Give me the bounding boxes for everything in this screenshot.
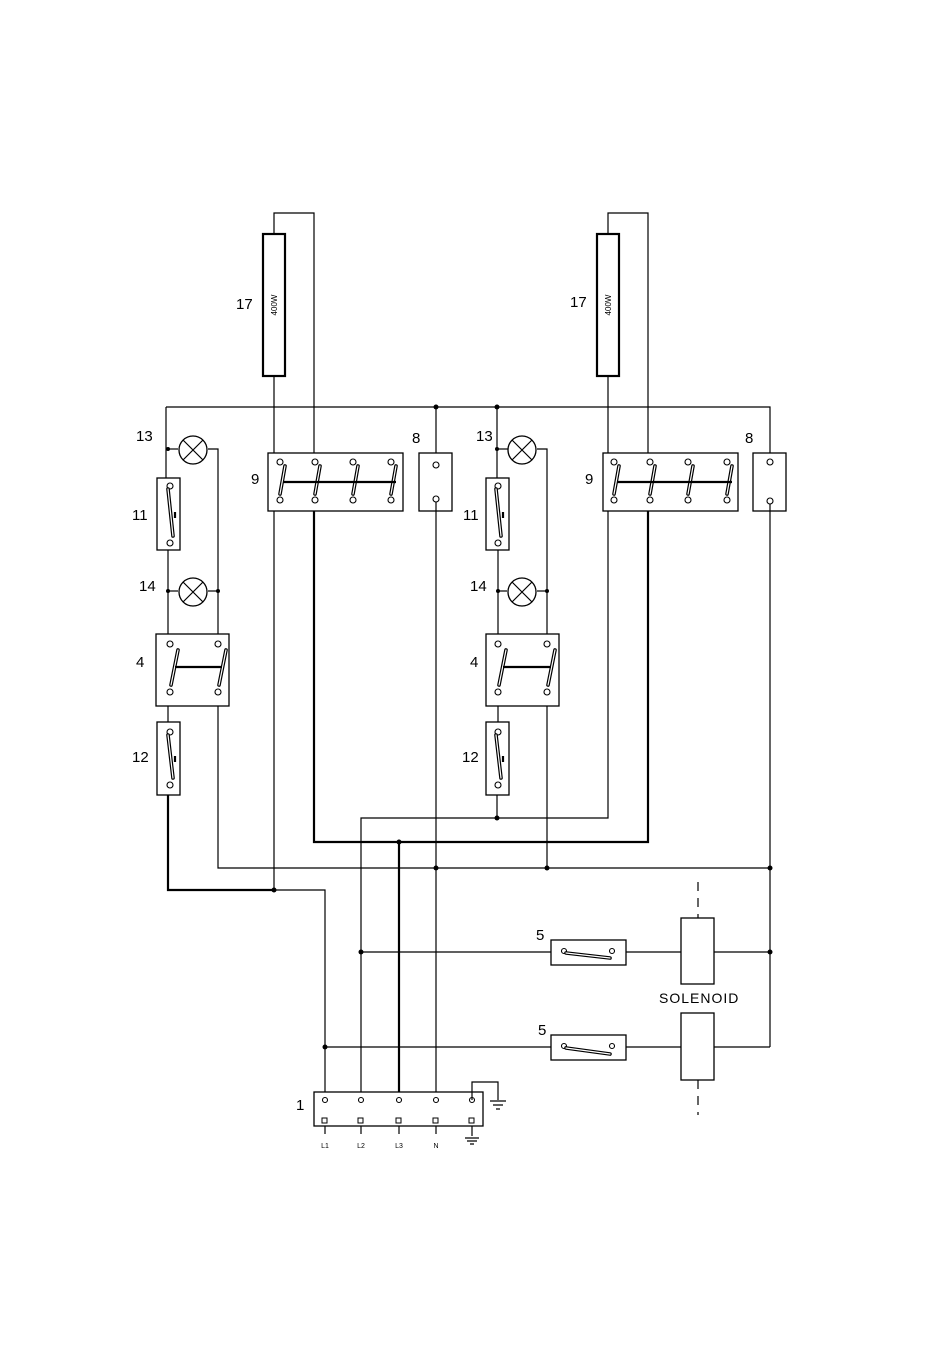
lamp-14-label: 14 [139,578,156,595]
solenoid-label: SOLENOID [659,990,739,1006]
thermostat-11-label-right: 11 [463,507,479,524]
heater-right-label: 17 [570,294,587,311]
block-8-label-right: 8 [745,430,753,447]
heater-rating-label-right: 400W [604,294,613,315]
left-chain: 13 11 14 4 [132,428,229,795]
block-8-left: 8 [412,430,452,868]
terminal-l2-label: L2 [357,1143,365,1150]
terminal-block: L1 L2 L3 N 1 [296,1082,506,1150]
terminal-n-label: N [433,1143,438,1150]
block-8-label: 8 [412,430,420,447]
heater-left: 400W 17 [236,213,314,460]
distribution-wiring [168,511,773,1100]
right-chain: 13 11 14 4 12 [462,428,559,821]
heater-left-label: 17 [236,296,253,313]
lamp-13-label: 13 [136,428,153,445]
switch-9-label: 9 [251,471,259,488]
heater-right: 400W 17 [570,213,648,460]
block-8-right: 8 [745,430,786,1047]
terminal-l1-label: L1 [321,1143,329,1150]
terminal-l3-label: L3 [395,1143,403,1150]
thermostat-11-label: 11 [132,507,148,524]
solenoid: SOLENOID [659,882,739,1115]
switch-4-label-right: 4 [470,654,478,671]
thermostat-12-label-right: 12 [462,749,479,766]
lamp-13-label-right: 13 [476,428,493,445]
top-bus [166,405,770,461]
switch-9-label-right: 9 [585,471,593,488]
thermostat-12-label: 12 [132,749,149,766]
heater-rating-label: 400W [270,294,279,315]
switch-9-right: 9 [585,453,738,511]
pressure-switch-label: 5 [536,927,544,944]
switch-9-left: 9 [251,453,403,511]
lamp-14-label-right: 14 [470,578,487,595]
terminal-block-label: 1 [296,1097,304,1114]
switch-4-label: 4 [136,654,144,671]
pressure-switch-label-lower: 5 [538,1022,546,1039]
